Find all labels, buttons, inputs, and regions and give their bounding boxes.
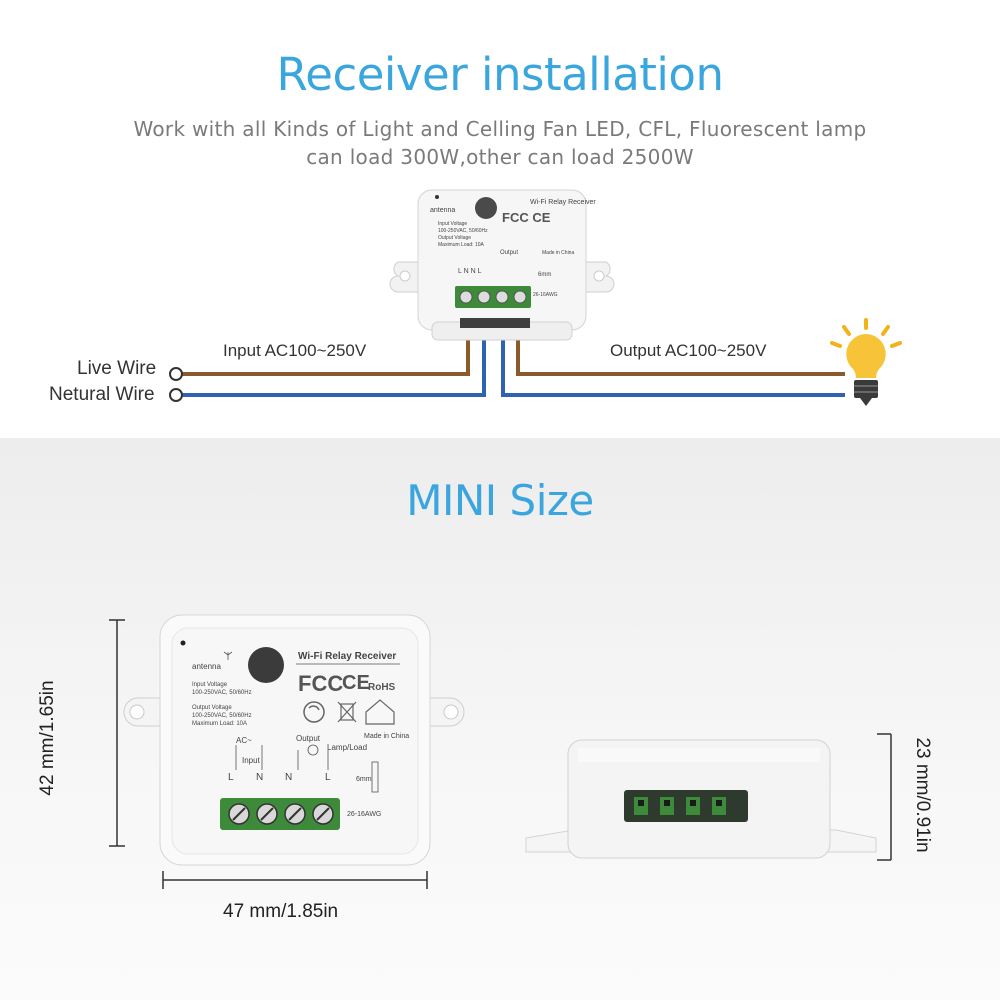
- height-dimension: 42 mm/1.65in: [37, 680, 58, 796]
- svg-text:100-250VAC, 50/60Hz: 100-250VAC, 50/60Hz: [192, 713, 252, 719]
- input-voltage-label: Input AC100~250V: [223, 341, 367, 360]
- subtitle-line-1: Work with all Kinds of Light and Celling…: [133, 117, 867, 141]
- bin-icon: [337, 701, 357, 723]
- terminal-block: [220, 798, 340, 830]
- device-antenna-text: antenna: [192, 662, 221, 671]
- awg-text: 26-16AWG: [347, 811, 382, 818]
- svg-text:Made in China: Made in China: [542, 250, 574, 256]
- fcc-mark: FCC: [298, 671, 344, 696]
- antenna-icon: [223, 651, 233, 660]
- svg-text:Wi-Fi Relay Receiver: Wi-Fi Relay Receiver: [530, 199, 596, 206]
- ce-mark: CE: [342, 672, 370, 694]
- neutral-wire-input: [182, 322, 486, 397]
- live-terminal-dot: [169, 367, 183, 381]
- svg-text:6mm: 6mm: [538, 272, 551, 278]
- output-voltage-label: Output AC100~250V: [610, 341, 767, 360]
- lamp-load-text: Lamp/Load: [327, 743, 368, 752]
- section-title-installation: Receiver installation: [276, 48, 724, 101]
- receiver-device-side: [525, 739, 877, 859]
- svg-text:Maximum Load: 10A: Maximum Load: 10A: [192, 721, 247, 727]
- svg-text:Output Voltage: Output Voltage: [438, 235, 471, 241]
- width-dimension: 47 mm/1.85in: [223, 901, 339, 922]
- rohs-mark: RoHS: [368, 682, 396, 693]
- terminal-n-input: N: [256, 772, 264, 783]
- input-text: Input: [242, 756, 260, 765]
- svg-text:Input Voltage: Input Voltage: [192, 682, 228, 688]
- device-header-text: Wi-Fi Relay Receiver: [298, 651, 397, 662]
- ac-text: AC~: [236, 736, 252, 745]
- receiver-device-front: Input Voltage 100-250VAC, 50/60Hz Output…: [123, 614, 465, 866]
- antenna-hole: [248, 647, 284, 683]
- svg-text:100-250VAC, 50/60Hz: 100-250VAC, 50/60Hz: [192, 690, 252, 696]
- made-in-china-text: Made in China: [364, 733, 410, 740]
- svg-text:Output: Output: [500, 250, 518, 256]
- terminal-n-output: N: [285, 772, 293, 783]
- house-icon: [365, 699, 395, 725]
- neutral-terminal-dot: [169, 388, 183, 402]
- svg-text:100-250VAC, 50/60Hz: 100-250VAC, 50/60Hz: [438, 228, 488, 234]
- neutral-wire-label: Netural Wire: [49, 384, 155, 405]
- svg-text:antenna: antenna: [430, 207, 455, 214]
- receiver-device-small: antenna Wi-Fi Relay Receiver FCC CE Inpu…: [389, 189, 615, 341]
- svg-text:Maximum Load: 10A: Maximum Load: 10A: [438, 242, 485, 248]
- depth-dimension: 23 mm/0.91in: [912, 737, 933, 853]
- section-title-mini-size: MINI Size: [406, 476, 594, 525]
- terminal-l-output: L: [325, 772, 331, 783]
- bulb-icon: [830, 318, 902, 406]
- live-wire-label: Live Wire: [77, 358, 157, 379]
- svg-text:Input Voltage: Input Voltage: [438, 221, 467, 227]
- output-text: Output: [296, 734, 321, 743]
- subtitle-line-2: can load 300W,other can load 2500W: [306, 145, 694, 169]
- svg-text:L N N L: L N N L: [458, 268, 482, 275]
- recycle-icon: [303, 701, 325, 723]
- terminal-l-input: L: [228, 772, 234, 783]
- wiring-diagram: antenna Wi-Fi Relay Receiver FCC CE Inpu…: [169, 189, 902, 406]
- dimension-lines: [109, 619, 892, 889]
- svg-text:FCC CE: FCC CE: [502, 210, 551, 225]
- svg-text:Output Voltage: Output Voltage: [192, 705, 232, 711]
- neutral-wire-output: [501, 322, 845, 397]
- svg-text:26-16AWG: 26-16AWG: [533, 292, 558, 298]
- strip-length-text: 6mm: [356, 776, 372, 783]
